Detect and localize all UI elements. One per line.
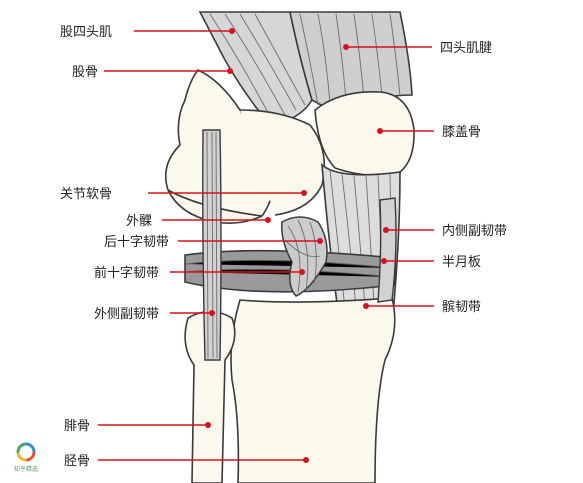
label-femur: 股骨 [72,65,233,80]
cruciate-ligaments [280,216,328,297]
quadriceps-muscle [198,11,413,126]
label-patella: 膝盖骨 [377,125,481,140]
svg-text:后十字韧带: 后十字韧带 [104,235,169,250]
svg-text:内侧副韧带: 内侧副韧带 [442,223,507,239]
svg-text:膝盖骨: 膝盖骨 [442,125,481,140]
svg-text:半月板: 半月板 [442,255,481,270]
svg-text:四头肌腱: 四头肌腱 [440,41,492,56]
lateral-collateral-ligament [202,129,222,361]
label-fibula: 腓骨 [64,418,211,434]
label-acl: 前十字韧带 [94,265,305,281]
label-pcl: 后十字韧带 [104,235,323,250]
svg-text:外侧副韧带: 外侧副韧带 [94,307,159,322]
svg-text:前十字韧带: 前十字韧带 [94,265,159,281]
svg-text:腓骨: 腓骨 [64,418,90,434]
femur-bone [164,69,326,224]
svg-text:胫骨: 胫骨 [64,454,90,469]
label-patellar-ligament: 髌韧带 [363,299,481,315]
patella-bone [314,91,415,176]
label-lateral-condyle: 外髁 [126,214,271,229]
label-quadriceps: 股四头肌 [60,25,235,40]
svg-text:股骨: 股骨 [72,65,98,80]
label-mcl: 内侧副韧带 [383,223,507,239]
logo-icon: 知乎精选 [14,442,38,473]
svg-text:股四头肌: 股四头肌 [60,25,112,40]
tibia-bone [230,297,396,483]
label-quad-tendon: 四头肌腱 [343,41,492,56]
label-cartilage: 关节软骨 [60,187,307,202]
medial-collateral-ligament [377,197,397,303]
svg-text:髌韧带: 髌韧带 [442,299,481,315]
label-lcl: 外侧副韧带 [94,307,215,322]
label-meniscus: 半月板 [381,255,481,270]
svg-text:关节软骨: 关节软骨 [60,187,112,202]
svg-text:知乎精选: 知乎精选 [14,465,38,473]
svg-text:外髁: 外髁 [126,214,152,229]
label-tibia: 胫骨 [64,454,309,469]
